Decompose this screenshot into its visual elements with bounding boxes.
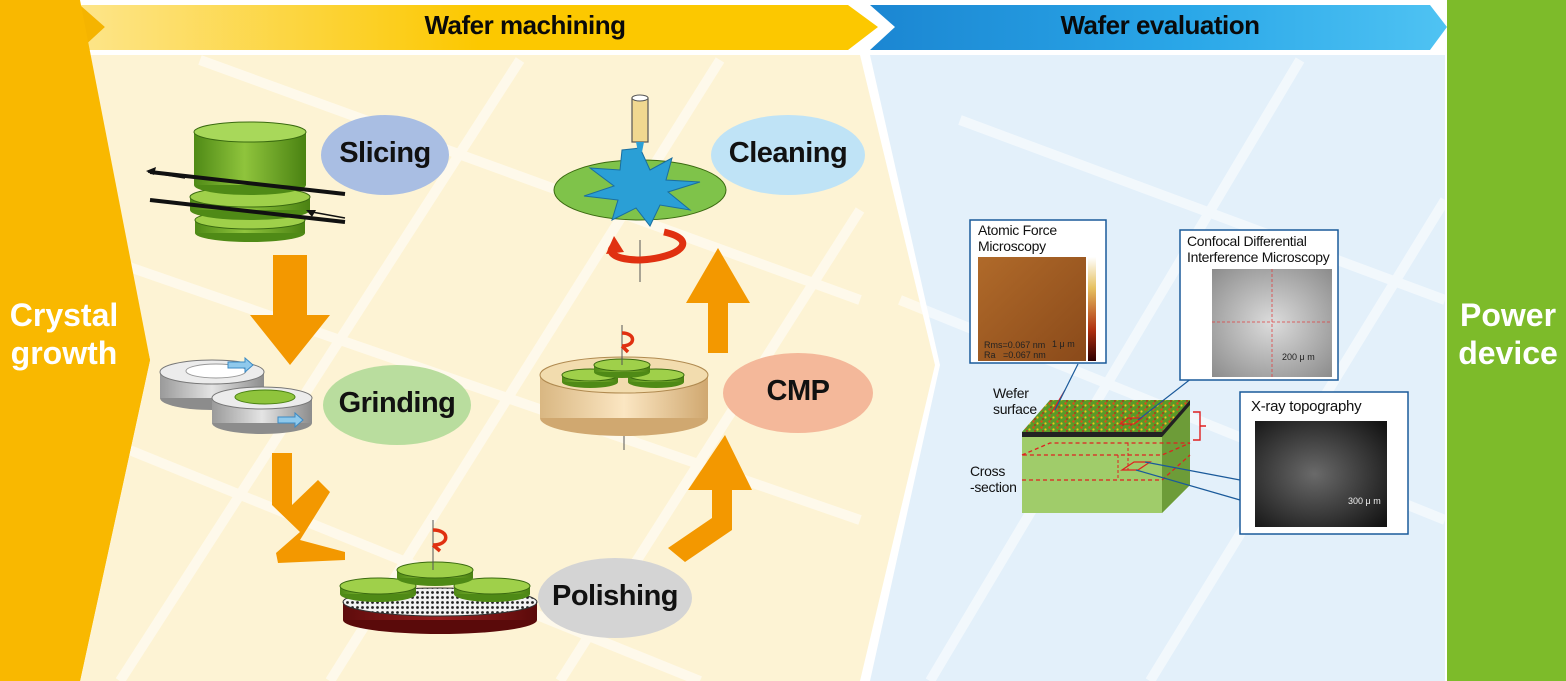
afm-scale: 1 μ m [1052,339,1075,349]
afm-ra: Ra =0.067 nm [984,350,1046,360]
afm-rms: Rms=0.067 nm [984,340,1046,350]
header-wafer-evaluation: Wafer evaluation [1060,10,1260,40]
afm-title: Atomic Force Microscopy [978,222,1098,254]
cmp-illustration [539,325,709,450]
cross-section-line1: Cross [970,463,1006,479]
polishing-illustration [339,520,538,634]
wafer-surface-label: Wefer surface [993,385,1053,417]
xray-title: X-ray topography [1251,398,1362,415]
wafer-surface-line1: Wefer [993,385,1029,401]
cdim-title-line1: Confocal Differential [1187,233,1307,249]
wafer-surface-line2: surface [993,401,1037,417]
grinding-illustration [159,356,313,434]
step-cmp: CMP [766,375,830,407]
step-grinding: Grinding [338,387,456,419]
header-wafer-machining: Wafer machining [424,10,626,40]
xray-scale: 300 μ m [1348,496,1381,506]
cleaning-illustration [553,94,727,282]
side-crystal-growth: Crystal growth [0,296,128,372]
slicing-illustration [146,121,346,242]
afm-title-line2: Microscopy [978,238,1046,254]
cdim-title-line2: Interference Microscopy [1187,249,1330,265]
side-power-line2: device [1458,335,1558,371]
step-polishing: Polishing [552,580,679,612]
cross-section-line2: -section [970,479,1017,495]
cross-section-label: Cross -section [970,463,1026,495]
wafer-block [1021,363,1241,513]
step-cleaning: Cleaning [728,137,848,169]
side-crystal-line2: growth [10,335,118,371]
side-power-device: Power device [1450,296,1566,372]
step-slicing: Slicing [339,137,431,169]
side-crystal-line1: Crystal [9,297,119,333]
cdim-scale: 200 μ m [1282,352,1315,362]
afm-title-line1: Atomic Force [978,222,1057,238]
side-power-line1: Power [1459,297,1557,333]
cdim-title: Confocal Differential Interference Micro… [1187,233,1337,265]
afm-stats: Rms=0.067 nm Ra =0.067 nm [984,340,1064,360]
